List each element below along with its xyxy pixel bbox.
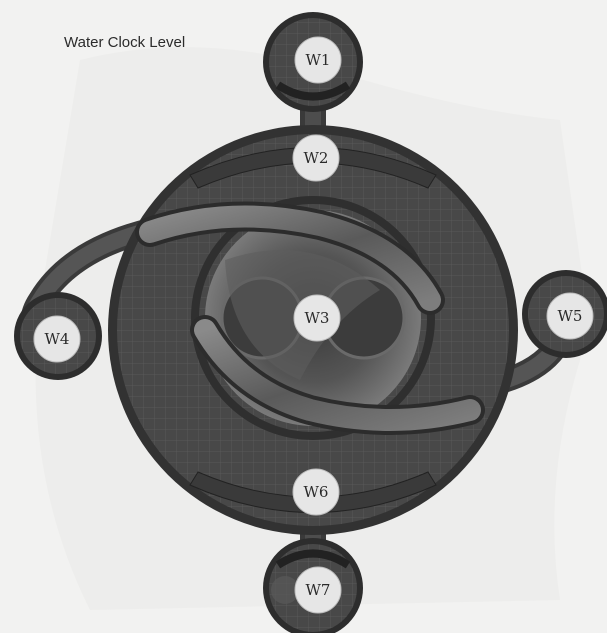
svg-text:W7: W7 xyxy=(306,581,331,599)
svg-text:W3: W3 xyxy=(305,309,330,327)
marker-w7[interactable]: W7 xyxy=(294,566,342,614)
marker-w5[interactable]: W5 xyxy=(546,292,594,340)
svg-text:W4: W4 xyxy=(45,330,70,348)
marker-w2[interactable]: W2 xyxy=(292,134,340,182)
svg-text:W1: W1 xyxy=(306,51,331,69)
north-bench xyxy=(189,147,437,189)
marker-w3[interactable]: W3 xyxy=(293,294,341,342)
inner-ring xyxy=(191,196,435,440)
svg-text:W6: W6 xyxy=(304,483,329,501)
marker-w6[interactable]: W6 xyxy=(292,468,340,516)
map-title: Water Clock Level xyxy=(64,34,186,51)
svg-text:W5: W5 xyxy=(558,307,583,325)
marker-w4[interactable]: W4 xyxy=(33,315,81,363)
marker-w1[interactable]: W1 xyxy=(294,36,342,84)
svg-text:W2: W2 xyxy=(304,149,329,167)
south-bench xyxy=(189,471,437,513)
